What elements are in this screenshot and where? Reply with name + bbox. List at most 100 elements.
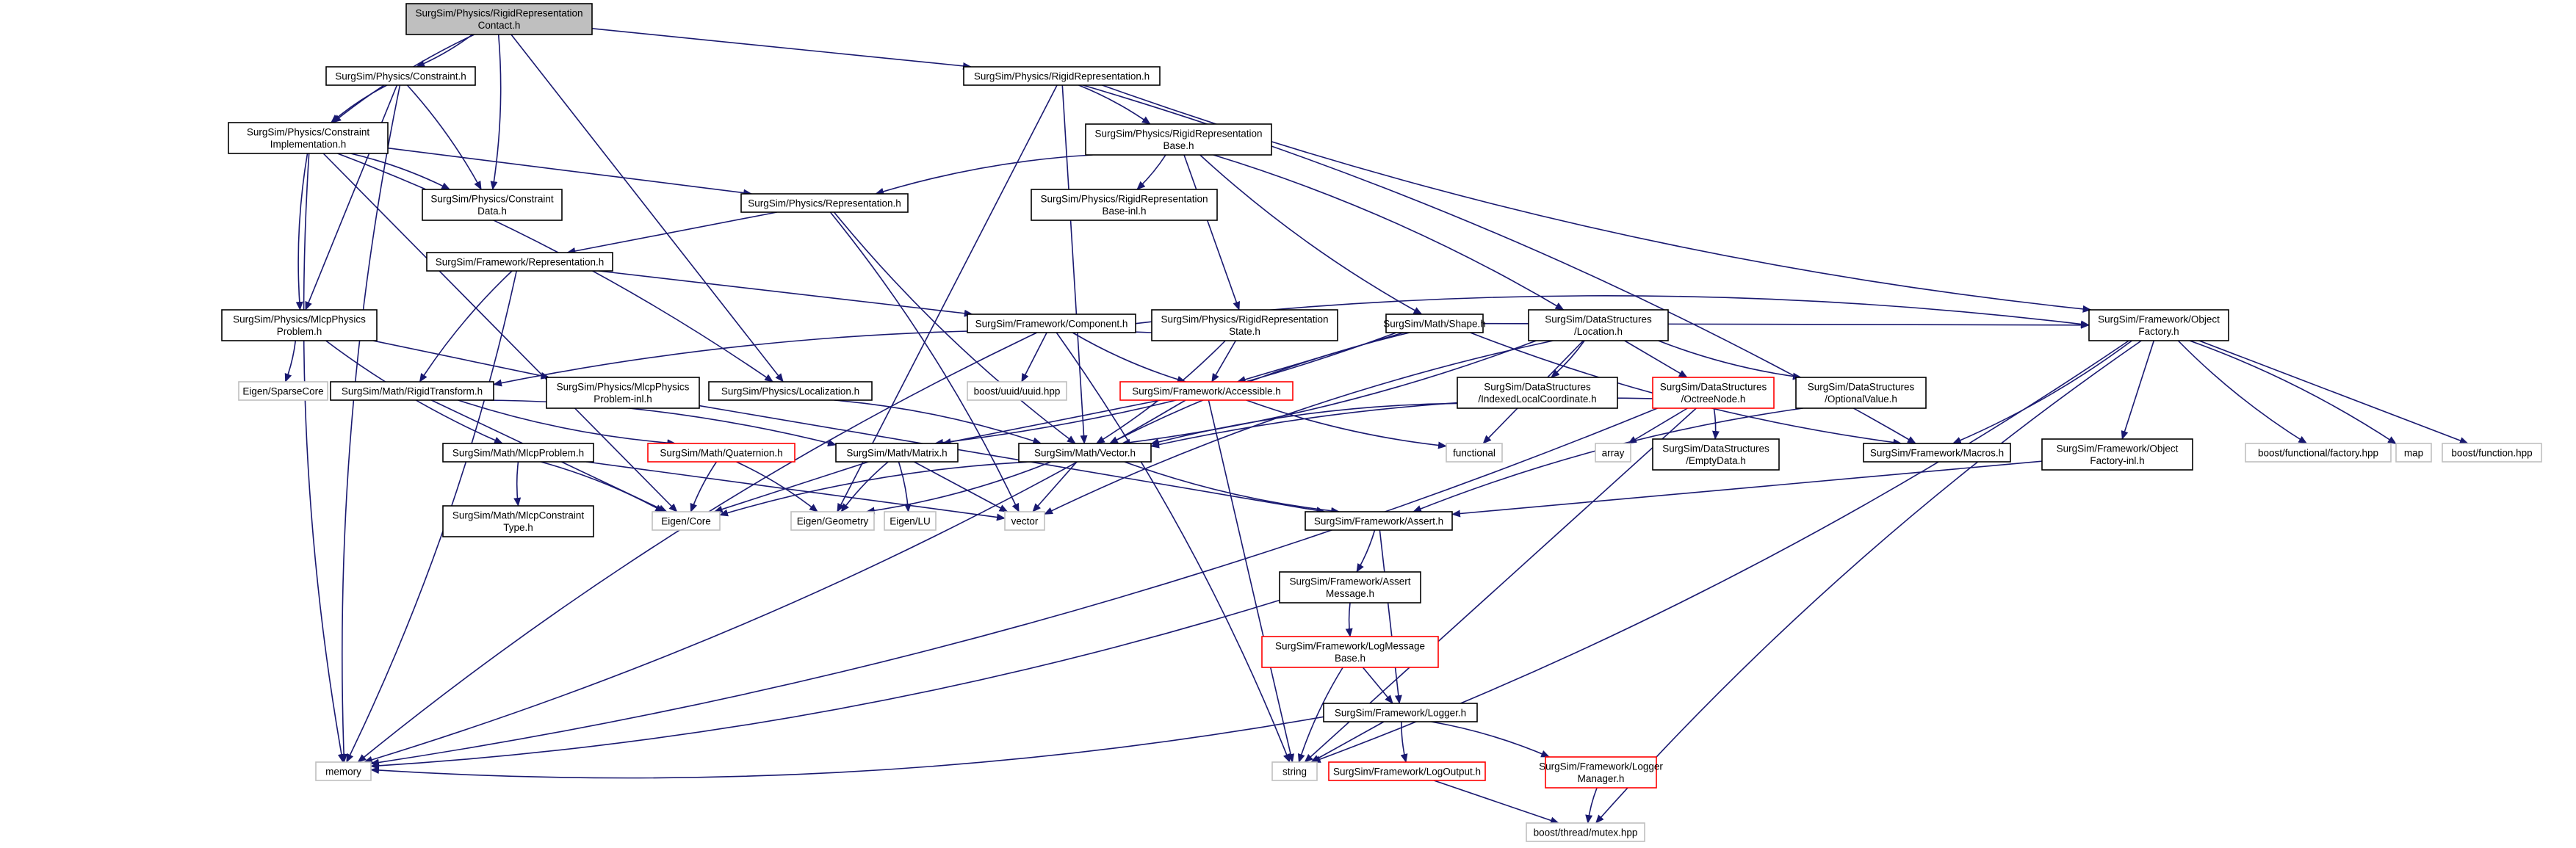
node-accessible[interactable]: SurgSim/Framework/Accessible.h bbox=[1119, 381, 1294, 401]
node-box bbox=[740, 193, 909, 213]
node-rigidrepstate[interactable]: SurgSim/Physics/RigidRepresentationState… bbox=[1151, 309, 1338, 341]
node-matrix[interactable]: SurgSim/Math/Matrix.h bbox=[835, 443, 959, 463]
edge-physrep-to-fwrep bbox=[566, 211, 777, 255]
edge-constraint-to-memory bbox=[340, 84, 401, 763]
node-box bbox=[1446, 443, 1503, 463]
node-label: SurgSim/Physics/RigidRepresentation bbox=[1094, 128, 1262, 139]
node-component[interactable]: SurgSim/Framework/Component.h bbox=[967, 314, 1136, 333]
node-indexedlocal[interactable]: SurgSim/DataStructures/IndexedLocalCoord… bbox=[1457, 377, 1618, 409]
node-label: boost/uuid/uuid.hpp bbox=[974, 385, 1061, 396]
edge-fwrep-to-rigidtransform bbox=[419, 270, 513, 383]
node-eigencore: Eigen/Core bbox=[652, 511, 721, 531]
edge-vector-to-eigencore bbox=[719, 461, 1032, 517]
node-constraintimpl[interactable]: SurgSim/Physics/ConstraintImplementation… bbox=[228, 122, 389, 154]
node-label: /Location.h bbox=[1574, 326, 1623, 337]
node-logger[interactable]: SurgSim/Framework/Logger.h bbox=[1323, 703, 1478, 722]
node-root[interactable]: SurgSim/Physics/RigidRepresentationConta… bbox=[405, 3, 593, 35]
node-label: Problem-inl.h bbox=[594, 394, 652, 405]
node-box bbox=[2041, 438, 2193, 471]
node-rigidtransform[interactable]: SurgSim/Math/RigidTransform.h bbox=[330, 381, 494, 401]
edge-constraintimpl-to-eigencore bbox=[322, 153, 678, 512]
node-emptydata[interactable]: SurgSim/DataStructures/EmptyData.h bbox=[1652, 438, 1780, 471]
node-box bbox=[1595, 443, 1631, 463]
node-label: SurgSim/Physics/RigidRepresentation.h bbox=[974, 70, 1150, 81]
node-label: SurgSim/DataStructures bbox=[1808, 382, 1915, 393]
node-label: SurgSim/Physics/RigidRepresentation bbox=[415, 8, 582, 19]
node-vector[interactable]: SurgSim/Math/Vector.h bbox=[1018, 443, 1152, 463]
node-box bbox=[426, 252, 613, 272]
edge-constraint-to-mlcpproblem bbox=[305, 84, 398, 311]
node-macros[interactable]: SurgSim/Framework/Macros.h bbox=[1863, 443, 2011, 463]
edge-logger-to-memory bbox=[370, 716, 1324, 779]
node-label: SurgSim/Math/MlcpConstraint bbox=[452, 510, 585, 521]
node-physrep[interactable]: SurgSim/Physics/Representation.h bbox=[740, 193, 909, 213]
node-fwrep[interactable]: SurgSim/Framework/Representation.h bbox=[426, 252, 613, 272]
node-label: SurgSim/Physics/MlcpPhysics bbox=[233, 314, 366, 325]
node-array: array bbox=[1595, 443, 1631, 463]
node-localization[interactable]: SurgSim/Physics/Localization.h bbox=[708, 381, 873, 401]
edge-constraintimpl-to-physrep bbox=[387, 147, 753, 197]
node-box bbox=[967, 381, 1067, 401]
edge-matrix-to-eigengeometry bbox=[840, 461, 889, 512]
edge-logger-to-logoutput bbox=[1400, 721, 1408, 763]
node-label: Base.h bbox=[1163, 140, 1194, 151]
node-octreenode[interactable]: SurgSim/DataStructures/OctreeNode.h bbox=[1652, 377, 1775, 409]
node-label: SurgSim/Physics/RigidRepresentation bbox=[1161, 314, 1328, 325]
node-rigidrepbaseinl[interactable]: SurgSim/Physics/RigidRepresentationBase-… bbox=[1031, 189, 1218, 221]
edge-location-to-stdvector bbox=[1044, 340, 1554, 515]
node-label: Factory.h bbox=[2138, 326, 2179, 337]
node-box bbox=[835, 443, 959, 463]
node-box bbox=[546, 377, 700, 409]
node-location[interactable]: SurgSim/DataStructures/Location.h bbox=[1528, 309, 1669, 341]
edge-location-to-vector bbox=[1121, 340, 1537, 446]
edge-rigidrep-to-objfactory bbox=[1102, 84, 2092, 313]
node-box bbox=[1018, 443, 1152, 463]
node-box bbox=[1119, 381, 1294, 401]
node-logoutput[interactable]: SurgSim/Framework/LogOutput.h bbox=[1328, 761, 1486, 781]
node-constraint[interactable]: SurgSim/Physics/Constraint.h bbox=[325, 66, 476, 86]
edge-shape-to-matrix bbox=[934, 332, 1397, 446]
node-label: SurgSim/Framework/Macros.h bbox=[1870, 447, 2004, 458]
node-label: SurgSim/Framework/LogMessage bbox=[1275, 641, 1425, 652]
edge-octreenode-to-memory bbox=[370, 407, 1658, 767]
edge-rigidtransform-to-matrix bbox=[484, 399, 837, 447]
edge-location-to-octreenode bbox=[1624, 340, 1688, 378]
node-box bbox=[1652, 438, 1780, 471]
node-rigidrepbase[interactable]: SurgSim/Physics/RigidRepresentationBase.… bbox=[1085, 123, 1272, 156]
node-label: SurgSim/Framework/Component.h bbox=[975, 318, 1128, 329]
node-label: /OptionalValue.h bbox=[1825, 394, 1897, 405]
node-label: array bbox=[1602, 447, 1625, 458]
edge-matrix-to-eigenlu bbox=[898, 461, 912, 512]
node-quaternion[interactable]: SurgSim/Math/Quaternion.h bbox=[647, 443, 795, 463]
node-optionalvalue[interactable]: SurgSim/DataStructures/OptionalValue.h bbox=[1795, 377, 1927, 409]
edge-matrix-to-eigencore bbox=[713, 461, 869, 513]
edge-constraint-to-constraintimpl bbox=[331, 84, 388, 123]
node-label: SurgSim/Physics/Representation.h bbox=[748, 197, 901, 209]
node-label: Problem.h bbox=[277, 326, 322, 337]
node-box bbox=[315, 761, 372, 781]
node-box bbox=[1271, 761, 1318, 781]
node-label: SurgSim/Framework/Logger.h bbox=[1335, 707, 1466, 718]
node-box bbox=[1526, 822, 1645, 842]
node-shape[interactable]: SurgSim/Math/Shape.h bbox=[1383, 314, 1486, 333]
node-box bbox=[442, 443, 594, 463]
edge-root-to-rigidrep bbox=[591, 28, 972, 70]
node-memory: memory bbox=[315, 761, 372, 781]
node-assert[interactable]: SurgSim/Framework/Assert.h bbox=[1305, 511, 1453, 531]
node-mlcpmath[interactable]: SurgSim/Math/MlcpProblem.h bbox=[442, 443, 594, 463]
node-box bbox=[1652, 377, 1775, 409]
edge-component-to-accessible bbox=[1072, 332, 1186, 383]
node-box bbox=[652, 511, 721, 531]
node-box bbox=[1863, 443, 2011, 463]
edge-location-to-optionalvalue bbox=[1658, 340, 1802, 380]
node-rigidrep[interactable]: SurgSim/Physics/RigidRepresentation.h bbox=[963, 66, 1161, 86]
